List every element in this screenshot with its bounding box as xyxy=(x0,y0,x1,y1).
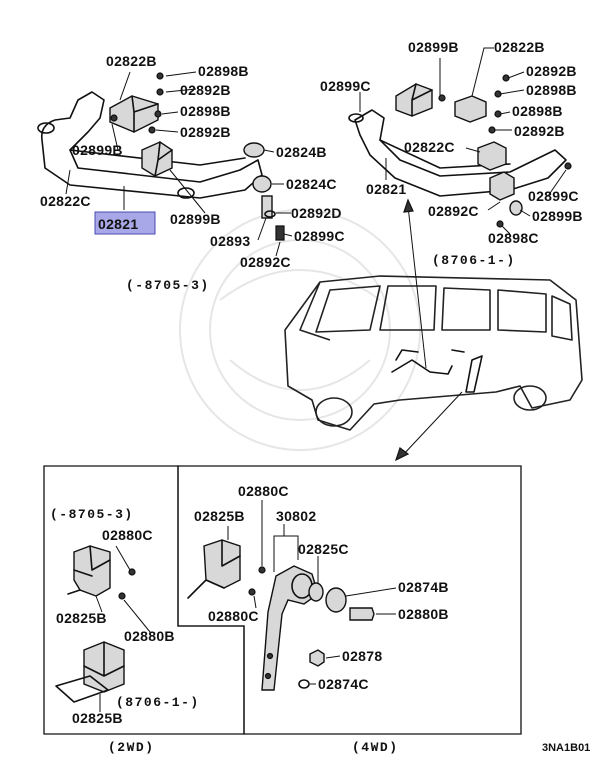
label-tr-02899b-2: 02899B xyxy=(532,208,583,224)
label-02824b: 02824B xyxy=(276,144,327,160)
label-2wd-02880c: 02880C xyxy=(102,527,153,543)
bushing-02824c xyxy=(252,175,272,193)
diagram-code: 3NA1B01 xyxy=(542,742,590,754)
label-02899c: 02899C xyxy=(294,228,345,244)
4wd-parts xyxy=(187,539,375,691)
pointer-arrows xyxy=(394,198,463,462)
label-02899b: 02899B xyxy=(72,142,123,158)
label-02892d: 02892D xyxy=(291,205,342,221)
label-tr-02898b-2: 02898B xyxy=(512,103,563,119)
2wd-parts xyxy=(55,545,136,703)
label-tr-02822c: 02822C xyxy=(404,139,455,155)
labels-2wd: (-8705-3) 02880C 02825B 02880B (8706-1-)… xyxy=(50,507,200,726)
label-tr-02898c: 02898C xyxy=(488,230,539,246)
label-02892b-2: 02892B xyxy=(180,124,231,140)
link-30802 xyxy=(261,565,319,691)
collar-02893 xyxy=(261,195,273,219)
label-2wd-02825b: 02825B xyxy=(56,610,107,626)
bracket-02825b-2wd-1 xyxy=(73,545,111,597)
bushing-02825c xyxy=(308,582,324,602)
washer-02892d xyxy=(264,210,276,218)
top-right-crossmember-assembly xyxy=(348,74,572,228)
label-02822c: 02822C xyxy=(40,193,91,209)
leaders-top-right xyxy=(359,47,567,235)
bolt-02899c-left xyxy=(275,225,285,241)
labels-top-left: 02822B 02898B 02892B 02898B 02892B 02899… xyxy=(40,53,345,293)
label-02824c: 02824C xyxy=(286,176,337,192)
bracket-02822c-right xyxy=(477,141,507,171)
label-4wd-02880c: 02880C xyxy=(238,483,289,499)
label-2wd-02825b-2: 02825B xyxy=(72,710,123,726)
label-02892c: 02892C xyxy=(240,254,291,270)
label-4wd-02880c-2: 02880C xyxy=(208,608,259,624)
date-range-top-right: (8706-1-) xyxy=(432,253,516,268)
date-2wd-1: (-8705-3) xyxy=(50,507,134,522)
bracket-02822c-left xyxy=(141,141,173,177)
captions: (2WD) (4WD) 3NA1B01 xyxy=(108,740,590,755)
label-4wd-02878: 02878 xyxy=(342,648,382,664)
labels-top-right: 02899B 02822B 02899C 02892B 02898B 02898… xyxy=(320,39,583,268)
label-4wd-30802: 30802 xyxy=(276,508,316,524)
van-illustration xyxy=(284,275,583,431)
label-02822b: 02822B xyxy=(106,53,157,69)
bolt-02880b-4wd xyxy=(349,607,375,621)
label-tr-02892b-1: 02892B xyxy=(526,63,577,79)
label-02898b-2: 02898B xyxy=(180,103,231,119)
caption-2wd: (2WD) xyxy=(108,740,155,755)
label-tr-02898b: 02898B xyxy=(526,82,577,98)
caption-4wd: (4WD) xyxy=(352,740,399,755)
labels-4wd: 02880C 02825B 30802 02825C 02874B 02880B… xyxy=(194,483,449,692)
label-tr-02899c: 02899C xyxy=(320,78,371,94)
date-2wd-2: (8706-1-) xyxy=(116,695,200,710)
label-02899b-2: 02899B xyxy=(170,211,221,227)
label-4wd-02874b: 02874B xyxy=(398,579,449,595)
box-4wd xyxy=(177,465,522,735)
washer-02874c xyxy=(298,679,310,689)
label-tr-02822b: 02822B xyxy=(494,39,545,55)
label-02898b-1: 02898B xyxy=(198,63,249,79)
label-4wd-02825b: 02825B xyxy=(194,508,245,524)
label-2wd-02880b: 02880B xyxy=(124,628,175,644)
top-left-crossmember-assembly xyxy=(37,72,285,241)
label-02893: 02893 xyxy=(210,233,250,249)
label-4wd-02825c: 02825C xyxy=(298,541,349,557)
label-02892b-1: 02892B xyxy=(180,82,231,98)
label-4wd-02880b: 02880B xyxy=(398,606,449,622)
washer-02874b xyxy=(325,587,347,613)
bracket-02822b-right xyxy=(454,95,487,123)
leaders-2wd xyxy=(95,545,151,712)
leaders-4wd xyxy=(227,500,397,685)
bottom-boxes xyxy=(43,465,522,735)
nut-02878 xyxy=(309,649,325,667)
crossmember-02821-right xyxy=(354,109,567,197)
label-tr-02892b-2: 02892B xyxy=(514,123,565,139)
label-tr-02892c: 02892C xyxy=(428,203,479,219)
label-tr-02821: 02821 xyxy=(366,181,406,197)
bushing-02824b xyxy=(243,142,265,158)
date-range-top-left: (-8705-3) xyxy=(126,278,210,293)
label-tr-02899b: 02899B xyxy=(408,39,459,55)
label-tr-02899c-2: 02899C xyxy=(528,188,579,204)
label-02821-highlighted[interactable]: 02821 xyxy=(98,216,138,232)
highlight-02821 xyxy=(94,211,156,235)
label-4wd-02874c: 02874C xyxy=(318,676,369,692)
leaders-top-left xyxy=(65,71,293,257)
bracket-right-lower xyxy=(489,171,515,201)
